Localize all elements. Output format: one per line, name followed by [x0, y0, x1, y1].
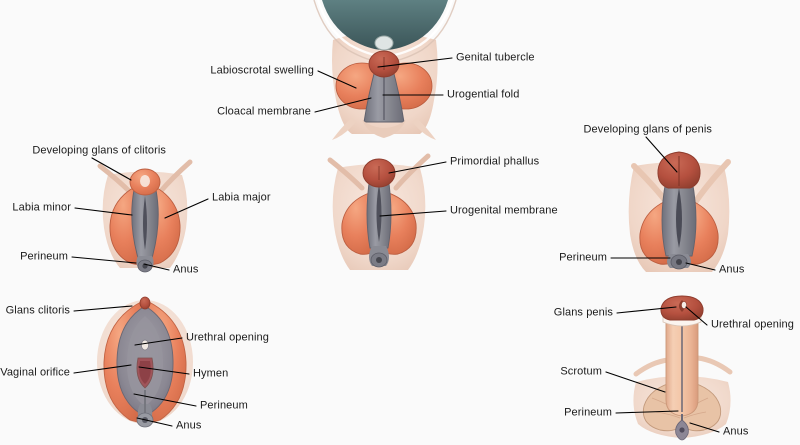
leader-line — [615, 410, 679, 414]
anatomy-label: Scrotum — [560, 365, 602, 378]
anatomy-label: Glans clitoris — [5, 304, 70, 317]
anatomy-label: Developing glans of penis — [583, 123, 712, 136]
panel-indifferent-later — [327, 153, 431, 270]
leader-line — [689, 422, 720, 433]
leader-line — [379, 210, 447, 217]
anatomy-label: Anus — [723, 425, 749, 438]
anatomy-label: Hymen — [193, 367, 229, 380]
anatomy-label: Perineum — [559, 251, 607, 264]
leader-line — [605, 371, 666, 393]
leader-line — [143, 263, 170, 271]
anatomy-label: Vaginal orifice — [0, 366, 70, 379]
anatomy-label: Glans penis — [553, 306, 613, 319]
leader-line — [73, 364, 132, 374]
anatomy-label: Labia minor — [12, 201, 71, 214]
leader-line — [685, 306, 708, 326]
leader-line — [388, 161, 447, 174]
anatomy-label: Urethral opening — [711, 318, 794, 331]
anatomy-label: Genital tubercle — [456, 51, 535, 64]
anatomy-label: Labia major — [212, 191, 271, 204]
leader-line — [377, 57, 453, 68]
leader-line — [138, 366, 190, 375]
leader-line — [134, 337, 183, 346]
leader-line — [133, 393, 197, 407]
leader-line — [616, 306, 677, 314]
anatomy-label: Labioscrotal swelling — [210, 64, 314, 77]
panel-indifferent-stage — [313, 0, 457, 140]
leader-line — [314, 97, 372, 113]
anatomy-label: Perineum — [20, 250, 68, 263]
anatomy-label: Urethral opening — [186, 331, 269, 344]
anatomy-label: Anus — [173, 263, 199, 276]
leader-line — [685, 262, 716, 271]
leader-line — [164, 198, 209, 219]
leader-line — [317, 70, 357, 89]
leader-line — [74, 207, 133, 216]
anatomy-label: Anus — [719, 263, 745, 276]
leader-line — [645, 136, 678, 173]
anatomy-label: Cloacal membrane — [217, 105, 311, 118]
leader-line — [73, 305, 133, 312]
label-leader-lines — [71, 57, 720, 433]
panel-male-mature — [633, 295, 733, 441]
anatomy-label: Primordial phallus — [450, 155, 540, 168]
anatomy-label: Urogenital membrane — [450, 204, 558, 217]
anatomy-label: Anus — [176, 419, 202, 432]
anatomy-label: Urogential fold — [447, 88, 520, 101]
anatomy-label: Perineum — [564, 406, 612, 419]
leader-line — [91, 157, 132, 181]
panel-female-developing — [97, 159, 193, 273]
panel-female-mature — [97, 296, 193, 428]
anatomy-label: Developing glans of clitoris — [32, 144, 166, 157]
leader-line — [136, 417, 173, 427]
anatomy-label: Perineum — [200, 399, 248, 412]
leader-line — [71, 256, 137, 264]
panel-male-developing — [628, 151, 731, 272]
